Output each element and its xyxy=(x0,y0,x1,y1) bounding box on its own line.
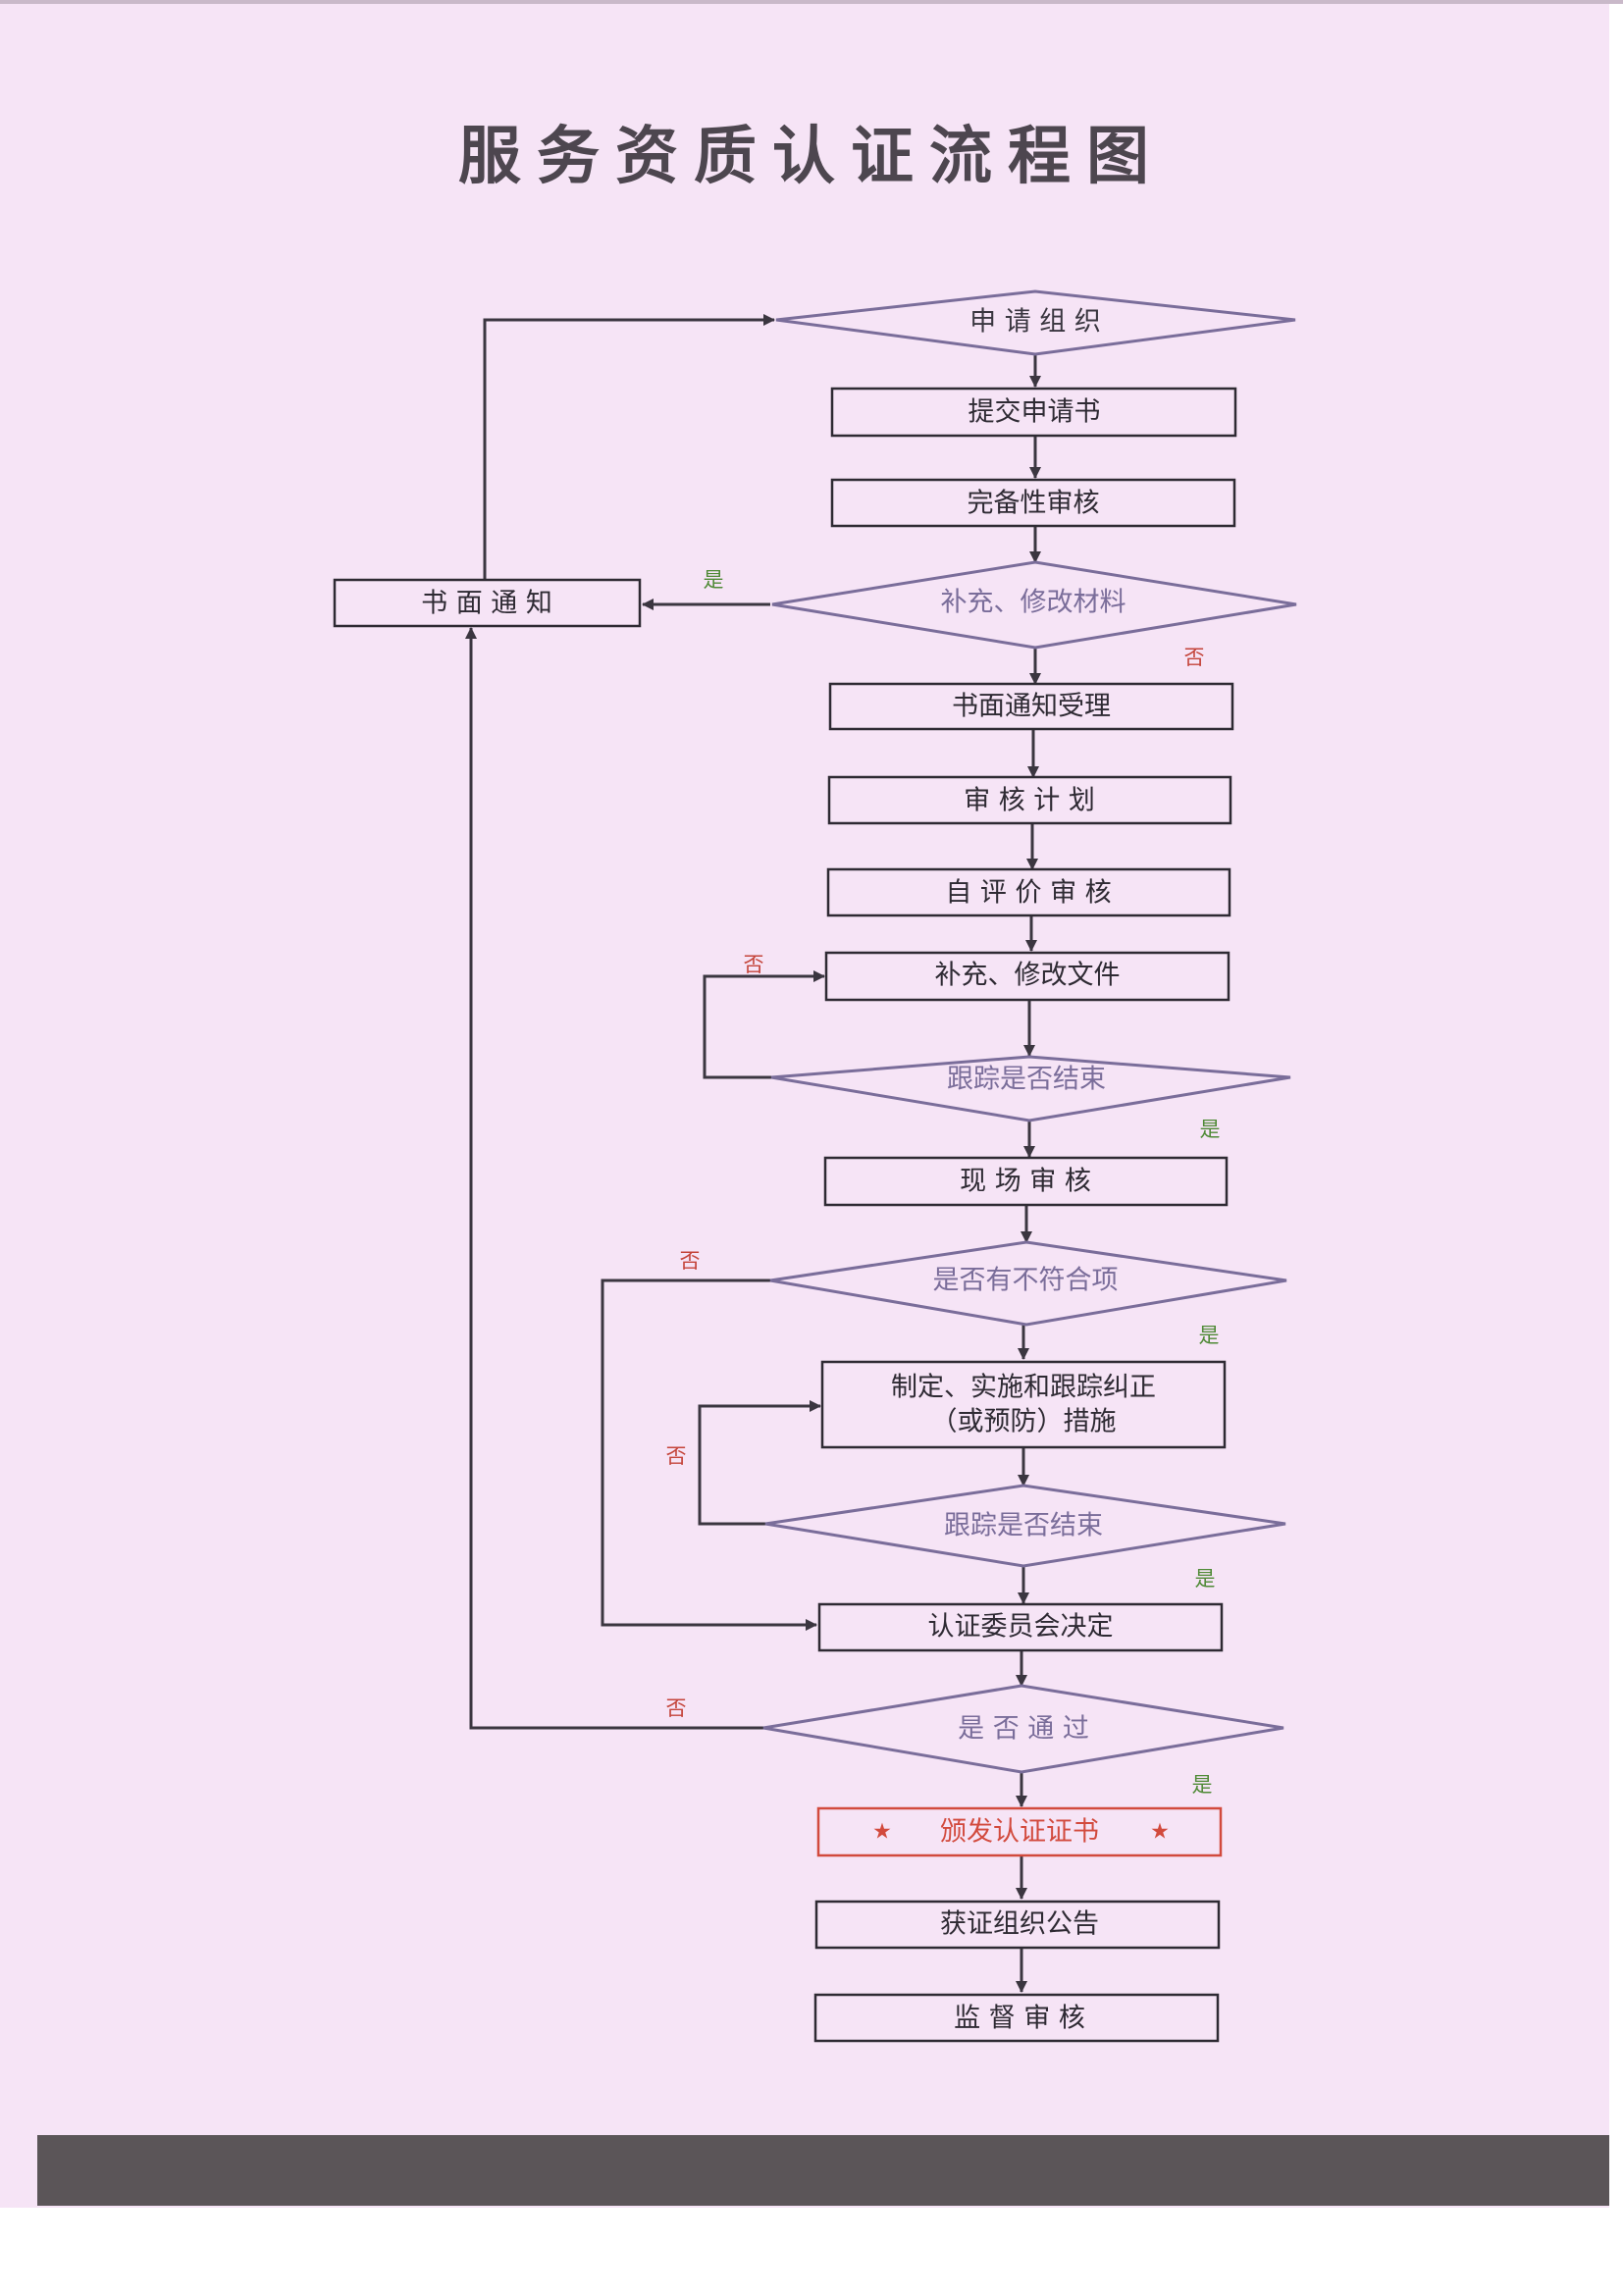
label-surveillance-audit: 监 督 审 核 xyxy=(954,2004,1085,2034)
sheet-edge xyxy=(0,0,1623,4)
footer-band xyxy=(37,2135,1609,2206)
edge-label-no: 否 xyxy=(666,1444,687,1468)
label-supplement-files: 补充、修改文件 xyxy=(935,961,1121,991)
label-audit-plan: 审 核 计 划 xyxy=(964,786,1095,816)
box-audit-plan xyxy=(827,775,1232,825)
arrow-notice-to-apply xyxy=(483,314,775,580)
diamond-track-end-1 xyxy=(770,1055,1291,1122)
diamond-apply-org xyxy=(775,289,1296,356)
edge-label-no: 否 xyxy=(744,953,764,976)
diamond-track-end-2 xyxy=(764,1484,1286,1568)
box-completeness-review xyxy=(830,478,1236,528)
box-corrective-action xyxy=(820,1360,1227,1449)
process-boxes xyxy=(333,387,1237,2043)
label-supplement-materials: 补充、修改材料 xyxy=(941,588,1126,618)
label-nonconformity-check: 是否有不符合项 xyxy=(933,1266,1119,1296)
box-announcement xyxy=(814,1900,1221,1950)
label-onsite-audit: 现 场 审 核 xyxy=(960,1167,1091,1197)
label-track-end-2: 跟踪是否结束 xyxy=(944,1511,1103,1541)
label-self-assessment: 自 评 价 审 核 xyxy=(945,878,1111,909)
edge-label-yes: 是 xyxy=(704,568,724,592)
label-announcement: 获证组织公告 xyxy=(940,1909,1099,1940)
star-icon-right: ★ xyxy=(1150,1820,1170,1845)
label-committee-decision: 认证委员会决定 xyxy=(928,1612,1114,1643)
edge-labels: 是 否 否 是 否 是 否 是 否 是 xyxy=(666,568,1221,1797)
edge-label-yes: 是 xyxy=(1192,1773,1213,1797)
diamond-passed xyxy=(762,1684,1284,1774)
box-committee-decision xyxy=(817,1602,1224,1652)
edge-label-yes: 是 xyxy=(1199,1324,1220,1347)
box-submit-application xyxy=(830,387,1237,438)
edge-label-no: 否 xyxy=(680,1249,701,1273)
box-written-notice xyxy=(333,578,642,628)
connectors xyxy=(465,314,1041,1993)
diamond-supplement-materials xyxy=(771,560,1297,650)
page-title: 服务资质认证流程图 xyxy=(458,121,1165,193)
label-issue-certificate: 颁发认证证书 xyxy=(940,1817,1099,1848)
box-supplement-files xyxy=(824,951,1230,1002)
box-onsite-audit xyxy=(823,1156,1229,1207)
page-sheet xyxy=(0,0,1609,2208)
label-submit-application: 提交申请书 xyxy=(969,397,1101,428)
label-apply-org: 申 请 组 织 xyxy=(969,307,1101,338)
node-labels: 申 请 组 织 提交申请书 完备性审核 补充、修改材料 书 面 通 知 书面通知… xyxy=(421,307,1156,2034)
edge-label-yes: 是 xyxy=(1195,1567,1216,1591)
label-written-acceptance: 书面通知受理 xyxy=(952,692,1111,722)
box-written-acceptance xyxy=(828,682,1234,731)
diamond-nonconformity xyxy=(769,1240,1287,1327)
label-passed-check: 是 否 通 过 xyxy=(958,1714,1089,1745)
arrow-track2-loop xyxy=(698,1400,821,1526)
arrow-passed-no-to-notice xyxy=(465,627,763,1730)
box-surveillance-audit xyxy=(813,1993,1220,2043)
decision-diamonds xyxy=(762,289,1297,1774)
star-icon-left: ★ xyxy=(872,1820,892,1845)
box-issue-certificate xyxy=(816,1806,1223,1857)
label-track-end-1: 跟踪是否结束 xyxy=(947,1065,1106,1095)
box-self-assessment xyxy=(826,867,1231,917)
label-corrective-line-2: （或预防）措施 xyxy=(931,1407,1117,1437)
arrow-track1-loop xyxy=(703,970,825,1079)
label-corrective-line-1: 制定、实施和跟踪纠正 xyxy=(891,1373,1156,1403)
edge-label-yes: 是 xyxy=(1200,1118,1221,1141)
edge-label-no: 否 xyxy=(1184,646,1205,669)
label-written-notice: 书 面 通 知 xyxy=(421,589,552,619)
edge-label-no: 否 xyxy=(666,1696,687,1720)
label-completeness-review: 完备性审核 xyxy=(968,489,1100,519)
arrow-check-no-to-committee xyxy=(601,1278,817,1631)
